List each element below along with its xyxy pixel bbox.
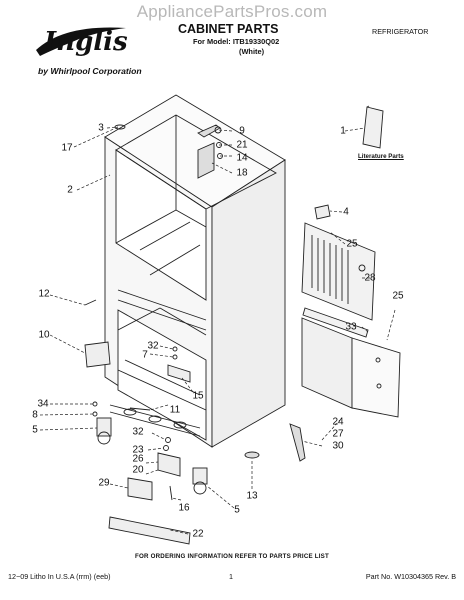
callout-26: 26	[132, 453, 144, 465]
callout-9: 9	[239, 125, 245, 137]
roller-right	[192, 467, 208, 495]
screw-16	[169, 485, 173, 501]
callout-23: 23	[132, 444, 144, 456]
bracket-26	[157, 452, 181, 477]
leveling-foot	[244, 451, 260, 459]
callout-10: 10	[38, 329, 50, 341]
wrench-30	[289, 423, 306, 462]
callout-22: 22	[192, 528, 204, 540]
callout-2: 2	[67, 184, 73, 196]
callout-25-right: 25	[392, 290, 404, 302]
inglis-logo: Inglis	[36, 27, 128, 57]
screw-12	[84, 299, 97, 306]
leader-lines	[39, 126, 396, 535]
part-10	[84, 341, 111, 368]
literature-booklet	[362, 105, 384, 149]
part-number: Part No. W10304365 Rev. B	[365, 572, 456, 581]
callout-29: 29	[98, 477, 110, 489]
callout-18: 18	[236, 167, 248, 179]
literature-parts-label: Literature Parts	[358, 153, 404, 160]
callout-5-right: 5	[234, 504, 240, 516]
callout-16: 16	[178, 502, 190, 514]
callout-3: 3	[98, 122, 104, 134]
top-hinge	[197, 124, 223, 179]
callout-32-upper: 32	[147, 340, 159, 352]
callout-8: 8	[32, 409, 38, 421]
callout-24: 24	[332, 416, 344, 428]
page-title: CABINET PARTS	[178, 22, 279, 36]
callout-1: 1	[340, 125, 346, 137]
bracket-4	[314, 204, 331, 220]
watermark: AppliancePartsPros.com	[136, 2, 328, 21]
brand-subtitle: by Whirlpool Corporation	[38, 66, 142, 76]
callout-21: 21	[236, 139, 248, 151]
callout-7: 7	[142, 349, 148, 361]
strip-33	[302, 307, 369, 338]
rear-panel	[301, 317, 401, 418]
ordering-note: FOR ORDERING INFORMATION REFER TO PARTS …	[135, 553, 329, 560]
callout-13: 13	[246, 490, 258, 502]
callout-28: 28	[364, 272, 376, 284]
part-29	[127, 477, 153, 501]
callout-11: 11	[169, 404, 181, 416]
callout-34: 34	[37, 398, 49, 410]
grille-panel	[301, 222, 376, 321]
callout-30: 30	[332, 440, 344, 452]
callout-33: 33	[345, 321, 357, 333]
callout-4: 4	[343, 206, 349, 218]
callout-25-top: 25	[346, 238, 358, 250]
hinge-cap	[114, 124, 126, 130]
roller-left	[96, 417, 112, 445]
page-number: 1	[229, 572, 233, 581]
callout-17: 17	[61, 142, 73, 154]
cabinet-body	[104, 94, 286, 448]
callout-20: 20	[132, 464, 144, 476]
model-number: For Model: ITB19330Q02	[193, 37, 280, 46]
callout-5-left: 5	[32, 424, 38, 436]
callout-15: 15	[192, 390, 204, 402]
callout-12: 12	[38, 288, 50, 300]
callout-27: 27	[332, 428, 344, 440]
model-color: (White)	[239, 47, 265, 56]
svg-text:Inglis: Inglis	[43, 27, 128, 57]
callout-14: 14	[236, 152, 248, 164]
toe-grille	[108, 516, 191, 545]
litho-note: 12−09 Litho In U.S.A (rrm) (eeb)	[8, 572, 111, 581]
callout-32-lower: 32	[132, 426, 144, 438]
category-label: REFRIGERATOR	[372, 27, 429, 36]
